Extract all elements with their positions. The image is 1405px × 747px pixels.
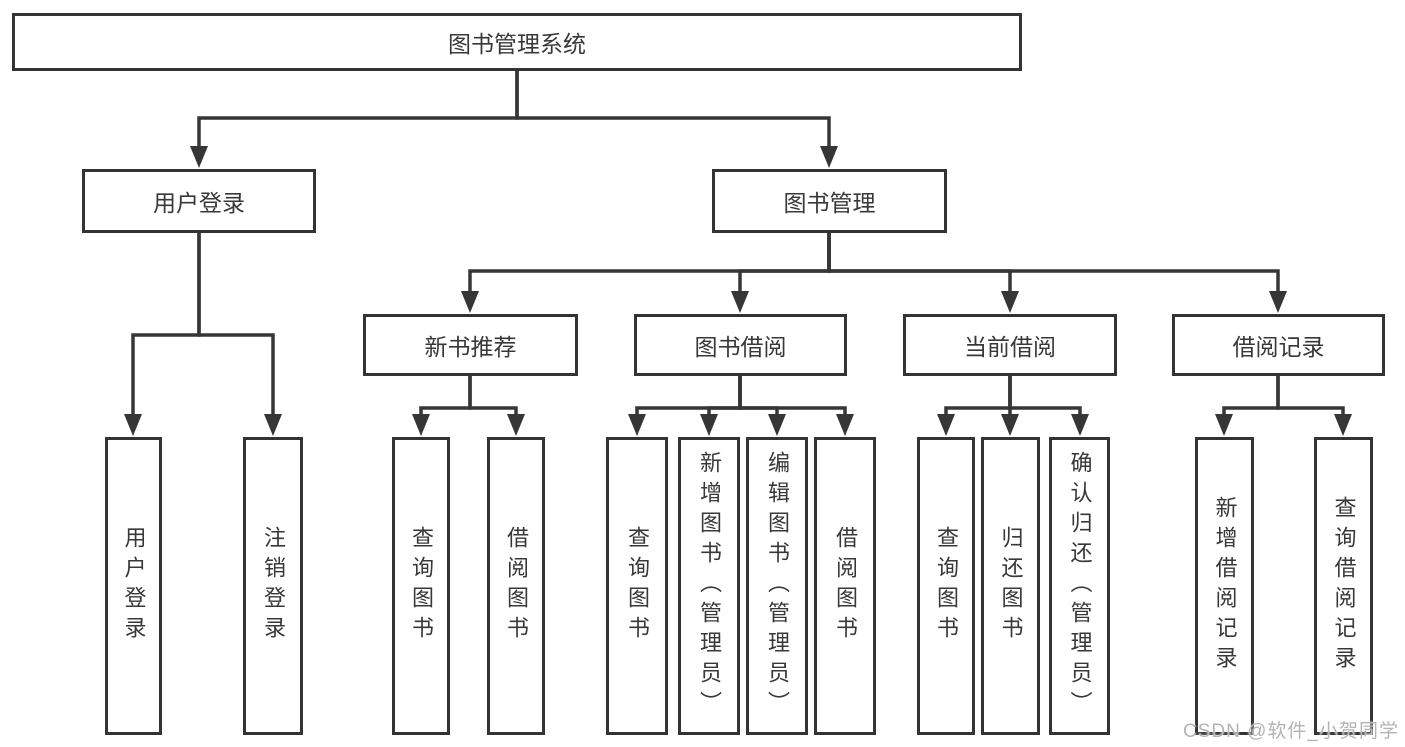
node-label: 新增借阅记录 — [1212, 496, 1238, 676]
node-label: 用户登录 — [121, 526, 147, 646]
node-new-book-recommendation: 新书推荐 — [363, 314, 578, 376]
node-return-books: 归还图书 — [981, 437, 1040, 735]
node-label: 确认归还（管理员） — [1067, 451, 1093, 721]
node-label: 新书推荐 — [424, 334, 517, 360]
node-add-books-admin: 新增图书（管理员） — [678, 437, 740, 735]
node-add-borrow-record: 新增借阅记录 — [1195, 437, 1254, 735]
node-label: 借阅图书 — [504, 526, 529, 646]
node-label: 当前借阅 — [964, 334, 1056, 360]
node-confirm-return-admin: 确认归还（管理员） — [1049, 437, 1110, 735]
node-user-login: 用户登录 — [82, 169, 316, 233]
node-label: 图书借阅 — [694, 334, 787, 360]
node-book-management: 图书管理 — [712, 169, 947, 233]
node-label: 查询借阅记录 — [1331, 496, 1357, 676]
node-borrowing-records: 借阅记录 — [1172, 314, 1385, 376]
node-label: 借阅记录 — [1232, 334, 1325, 360]
csdn-watermark: CSDN @软件_小贺同学 — [1183, 721, 1399, 742]
node-query-books-recommend: 查询图书 — [392, 437, 450, 735]
node-label: 注销登录 — [261, 526, 286, 646]
node-label: 图书管理 — [783, 190, 876, 216]
node-current-borrowing: 当前借阅 — [903, 314, 1117, 376]
node-borrow-books-recommend: 借阅图书 — [487, 437, 545, 735]
node-label: 归还图书 — [998, 526, 1024, 646]
node-logout-action: 注销登录 — [243, 437, 303, 735]
node-label: 图书管理系统 — [448, 31, 586, 57]
node-edit-books-admin: 编辑图书（管理员） — [746, 437, 808, 735]
node-label: 新增图书（管理员） — [697, 451, 722, 721]
node-user-login-action: 用户登录 — [105, 437, 162, 735]
node-label: 编辑图书（管理员） — [765, 451, 790, 721]
node-root: 图书管理系统 — [12, 13, 1022, 71]
node-label: 查询图书 — [625, 526, 650, 646]
node-label: 查询图书 — [409, 526, 434, 646]
node-label: 借阅图书 — [833, 526, 858, 646]
node-label: 用户登录 — [153, 190, 245, 216]
node-query-books-current: 查询图书 — [917, 437, 975, 735]
node-book-borrowing: 图书借阅 — [634, 314, 847, 376]
node-query-borrow-record: 查询借阅记录 — [1314, 437, 1373, 735]
node-label: 查询图书 — [934, 526, 959, 646]
node-borrow-books-borrow: 借阅图书 — [814, 437, 876, 735]
node-query-books-borrow: 查询图书 — [606, 437, 668, 735]
